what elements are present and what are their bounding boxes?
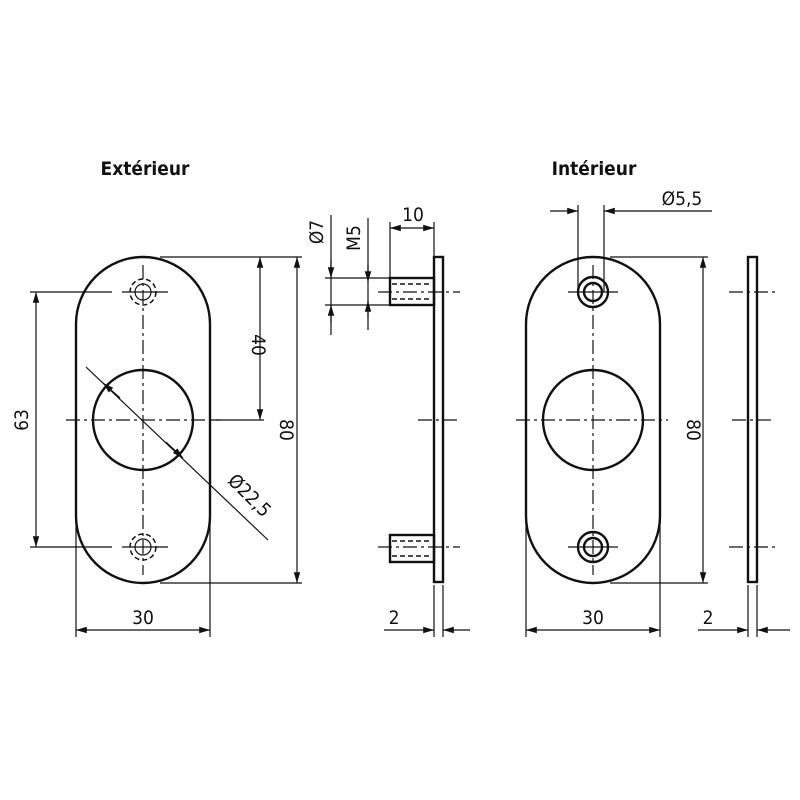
dim-thickness-interior: 2 [703,607,714,629]
interior-plate-outline [524,255,662,585]
exterior-front-view: 30 63 40 80 Ø22,5 [11,255,302,637]
countersunk-hole-bottom [568,530,618,564]
dim-stud-thread: M5 [343,225,365,251]
screw-stud-top [122,278,168,306]
dim-height-interior: 80 [682,419,704,441]
dim-hole-diameter: Ø22,5 [223,470,275,522]
exterior-side-view: Ø7 M5 10 2 [306,204,470,637]
dim-stud-length: 10 [402,204,424,226]
dim-screw-hole: Ø5,5 [662,188,703,210]
dim-center-offset: 40 [247,334,269,356]
dim-thickness-exterior: 2 [389,607,400,629]
interior-front-view: Ø5,5 80 30 [516,188,712,637]
dim-height: 80 [275,419,297,441]
screw-stud-bottom [122,533,168,561]
dim-width: 30 [132,607,154,629]
exterior-plate-outline [74,255,212,585]
title-interior: Intérieur [552,158,637,180]
stud-bottom-side [388,533,436,564]
dim-hole-spacing: 63 [11,409,33,431]
dim-stud-diameter: Ø7 [306,220,328,244]
interior-side-view: 2 [698,255,790,637]
title-exterior: Extérieur [101,158,191,180]
dim-width-interior: 30 [582,607,604,629]
